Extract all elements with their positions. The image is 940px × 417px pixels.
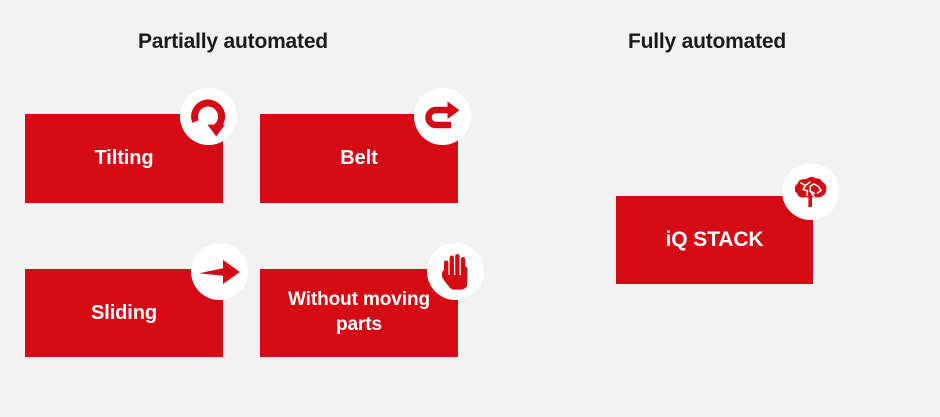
- right-arrow-icon: [191, 243, 248, 300]
- brain-icon: [782, 163, 839, 220]
- u-turn-arrow-icon: [414, 88, 471, 145]
- card-without-moving-parts-label: Without moving parts: [288, 289, 430, 335]
- section-heading-partially-automated: Partially automated: [138, 30, 328, 53]
- card-belt-label: Belt: [340, 147, 378, 170]
- hand-stop-icon: [427, 243, 484, 300]
- card-sliding-label: Sliding: [91, 301, 157, 324]
- card-iq-stack[interactable]: iQ STACK: [616, 196, 813, 284]
- card-sliding[interactable]: Sliding: [25, 269, 223, 357]
- card-iq-stack-label: iQ STACK: [665, 228, 764, 252]
- card-tilting-label: Tilting: [94, 147, 154, 170]
- rotate-arrow-icon: [180, 88, 237, 145]
- section-heading-fully-automated: Fully automated: [628, 30, 787, 53]
- card-without-moving-parts[interactable]: Without moving parts: [260, 269, 458, 357]
